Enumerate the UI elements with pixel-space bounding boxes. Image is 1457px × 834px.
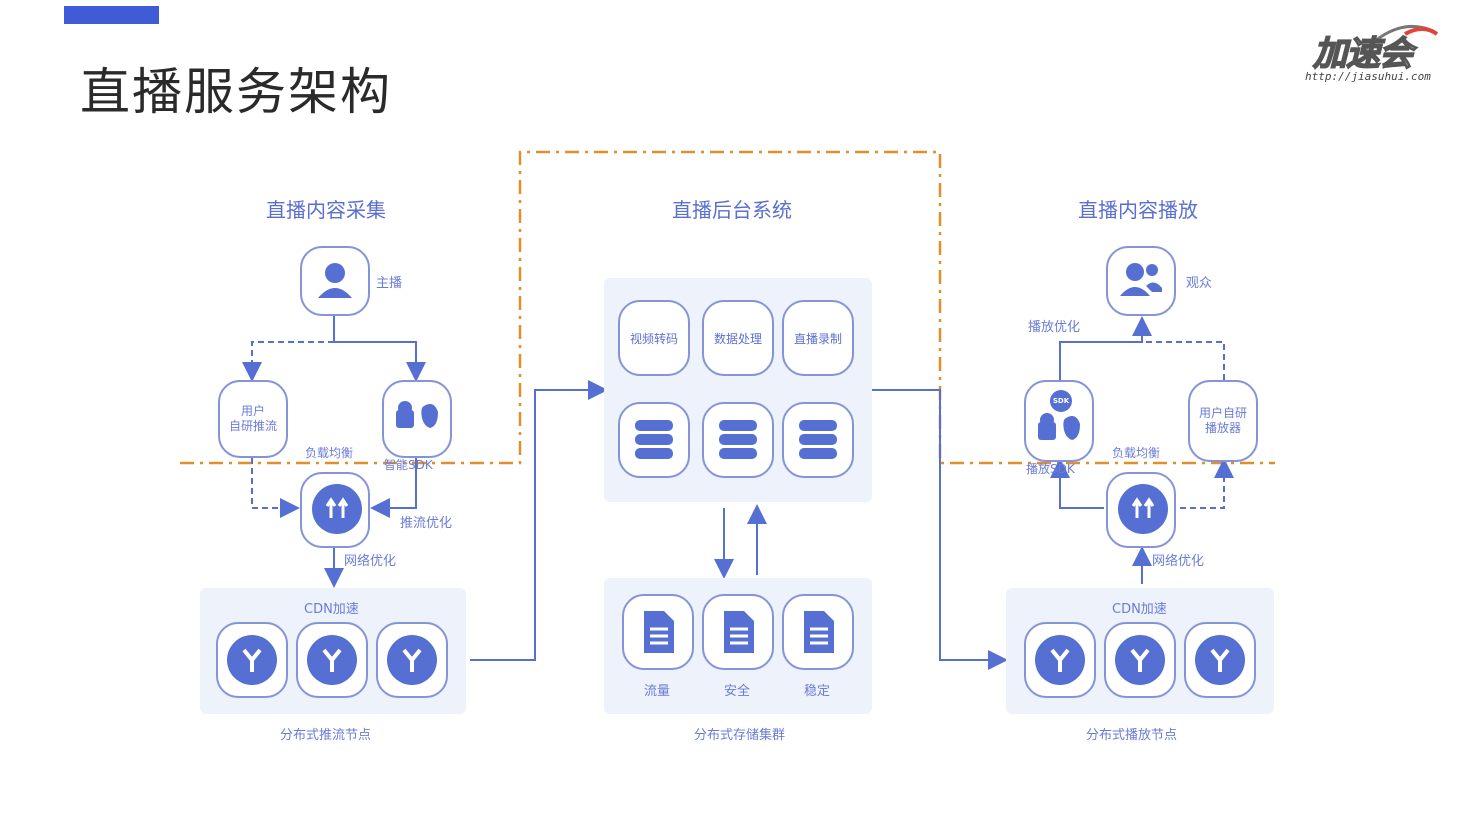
- fork-icon: [307, 635, 357, 685]
- service-node: 直播录制: [782, 300, 854, 376]
- play-balancer-node: [1106, 472, 1176, 548]
- database-node: [618, 402, 690, 478]
- android-apple-icon: [1038, 413, 1080, 440]
- storage-node: [622, 594, 694, 670]
- person-icon: [318, 263, 352, 298]
- database-node: [782, 402, 854, 478]
- sdk-badge-icon: SDK: [1050, 390, 1072, 412]
- logo-swoosh-icon: [1363, 24, 1439, 52]
- audience-node: [1106, 246, 1176, 316]
- service-label: 数据处理: [713, 331, 762, 346]
- play-net-opt-label: 网络优化: [1152, 554, 1205, 569]
- collect-lb-label: 负载均衡: [305, 446, 354, 460]
- document-icon: [804, 611, 834, 653]
- play-opt-label: 播放优化: [1028, 320, 1081, 335]
- play-nodes-label: 分布式播放节点: [1086, 728, 1178, 743]
- backend-storage-panel: 流量 安全 稳定: [604, 578, 872, 714]
- cdn-node: [1104, 622, 1176, 698]
- fork-icon: [227, 635, 277, 685]
- user-push-label: 用户 自研推流: [228, 404, 277, 433]
- service-label: 视频转码: [629, 331, 678, 346]
- cdn-node: [216, 622, 288, 698]
- cdn-node: [1024, 622, 1096, 698]
- database-icon: [719, 420, 757, 459]
- logo: 加速会 http://jiasuhui.com: [1305, 20, 1445, 90]
- user-player-node: 用户自研 播放器: [1188, 380, 1258, 462]
- storage-label: 流量: [644, 684, 671, 699]
- play-lb-label: 负载均衡: [1112, 446, 1161, 460]
- database-icon: [635, 420, 673, 459]
- user-player-label: 用户自研 播放器: [1198, 406, 1247, 435]
- storage-node: [702, 594, 774, 670]
- page-title: 直播服务架构: [80, 63, 392, 121]
- user-push-node: 用户 自研推流: [218, 380, 288, 458]
- collect-net-opt-label: 网络优化: [344, 554, 397, 569]
- collect-nodes-label: 分布式推流节点: [280, 728, 372, 743]
- fork-icon: [1035, 635, 1085, 685]
- collect-cdn-label: CDN加速: [304, 602, 359, 617]
- service-label: 直播录制: [793, 331, 842, 346]
- backend-boundary: [180, 150, 1275, 465]
- anchor-label: 主播: [376, 276, 403, 291]
- storage-label: 稳定: [804, 684, 831, 699]
- audience-label: 观众: [1186, 276, 1213, 291]
- section-title-backend: 直播后台系统: [672, 198, 792, 222]
- section-title-collect: 直播内容采集: [266, 198, 386, 222]
- play-sdk-label: 播放SDK: [1026, 462, 1075, 476]
- logo-url: http://jiasuhui.com: [1305, 70, 1431, 83]
- cdn-node: [376, 622, 448, 698]
- sdk-label: 智能SDK: [384, 458, 433, 472]
- logo-text: 加速会: [1312, 33, 1414, 75]
- document-icon: [644, 611, 674, 653]
- fork-icon: [1115, 635, 1165, 685]
- upload-arrows-icon: [312, 484, 362, 534]
- collect-cdn-panel: CDN加速: [200, 588, 466, 714]
- database-icon: [799, 420, 837, 459]
- storage-label: 安全: [724, 684, 751, 699]
- sdk-node: [382, 380, 452, 458]
- anchor-node: [300, 246, 370, 316]
- database-node: [702, 402, 774, 478]
- android-apple-icon: [396, 401, 438, 428]
- section-title-play: 直播内容播放: [1078, 198, 1198, 222]
- cdn-node: [1184, 622, 1256, 698]
- document-icon: [724, 611, 754, 653]
- cdn-node: [296, 622, 368, 698]
- fork-icon: [387, 635, 437, 685]
- upload-arrows-icon: [1118, 484, 1168, 534]
- top-accent-bar: [64, 6, 159, 24]
- play-sdk-node: SDK: [1024, 380, 1094, 462]
- service-node: 视频转码: [618, 300, 690, 376]
- group-icon: [1120, 263, 1162, 296]
- push-opt-label: 推流优化: [400, 516, 453, 531]
- service-node: 数据处理: [702, 300, 774, 376]
- backend-cluster-label: 分布式存储集群: [694, 728, 786, 743]
- fork-icon: [1195, 635, 1245, 685]
- play-cdn-label: CDN加速: [1112, 602, 1167, 617]
- collect-balancer-node: [300, 472, 370, 548]
- play-cdn-panel: CDN加速: [1006, 588, 1274, 714]
- backend-service-panel: 视频转码 数据处理 直播录制: [604, 278, 872, 502]
- storage-node: [782, 594, 854, 670]
